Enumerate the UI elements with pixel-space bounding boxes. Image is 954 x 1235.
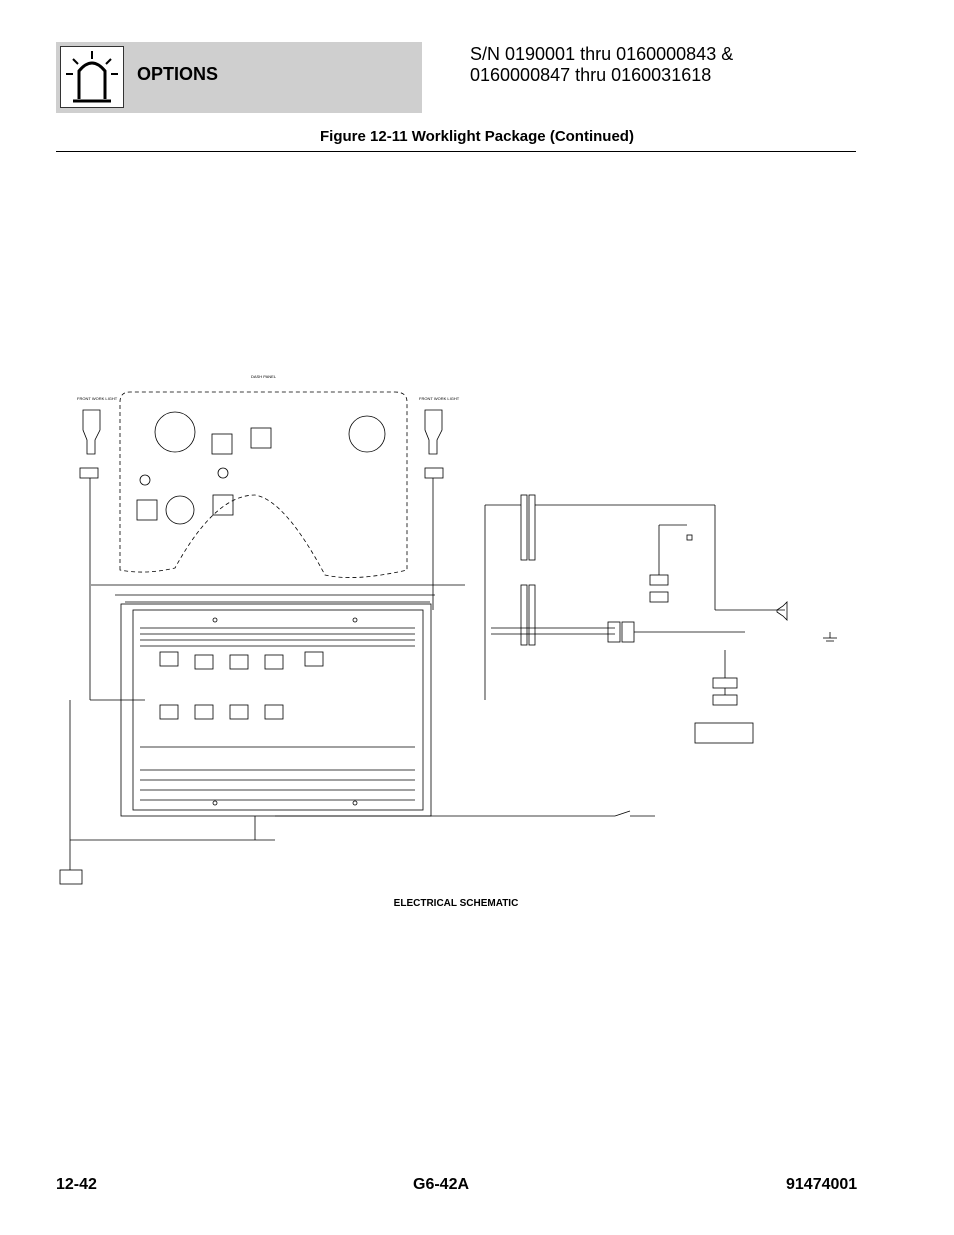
front-work-light-right-label: FRONT WORK LIGHT <box>419 396 460 401</box>
dash-panel-label: DASH PANEL <box>251 374 277 379</box>
header-divider <box>56 151 856 152</box>
serial-line-1: S/N 0190001 thru 0160000843 & <box>470 44 734 64</box>
page-number: 12-42 <box>56 1176 97 1193</box>
serial-line-2: 0160000847 thru 0160031618 <box>470 65 712 85</box>
warning-beacon-icon <box>60 46 124 108</box>
front-work-light-left-label: FRONT WORK LIGHT <box>77 396 118 401</box>
figure-title: Figure 12-11 Worklight Package (Continue… <box>320 128 634 145</box>
part-number: 91474001 <box>786 1176 858 1193</box>
serial-range: S/N 0190001 thru 0160000843 & 0160000847… <box>470 44 890 86</box>
model-number: G6-42A <box>413 1176 470 1193</box>
electrical-schematic: DASH PANEL FRONT WORK LIGHT FRONT WORK L… <box>59 374 837 885</box>
section-title: OPTIONS <box>137 64 219 84</box>
schematic-caption: ELECTRICAL SCHEMATIC <box>393 898 519 909</box>
